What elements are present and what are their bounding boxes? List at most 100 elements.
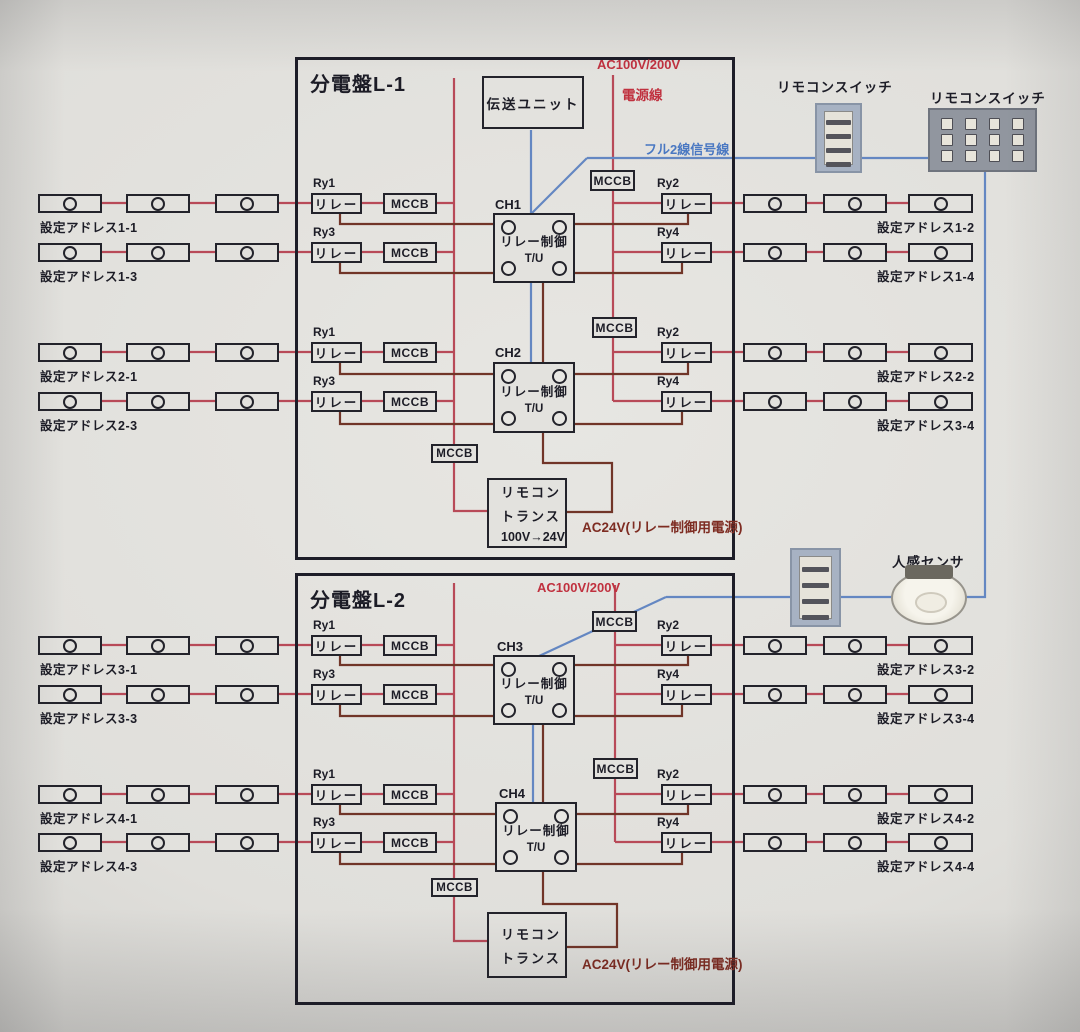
ry1-label: Ry1 [313, 767, 336, 781]
control-ch1 [338, 213, 690, 275]
panel-l2-title: 分電盤L-2 [310, 590, 406, 612]
light-fixture-icon [908, 243, 973, 262]
light-fixture-icon [126, 833, 190, 852]
light-fixture-icon [38, 636, 102, 655]
motion-sensor-icon [891, 565, 967, 625]
control-ch2 [338, 362, 690, 426]
light-fixture-icon [215, 685, 279, 704]
light-fixture-icon [126, 194, 190, 213]
signal-switch-sensor [666, 172, 987, 599]
mccb-box: MCCB [431, 878, 478, 897]
power-bus-left-l2 [452, 583, 490, 943]
ry1-label: Ry1 [313, 176, 336, 190]
light-fixture-icon [743, 685, 807, 704]
terminal-icon [503, 850, 518, 865]
light-fixture-icon [38, 343, 102, 362]
mccb-box: MCCB [383, 242, 437, 263]
relay-box: リレー [661, 635, 712, 656]
terminal-icon [501, 261, 516, 276]
light-fixture-icon [823, 685, 887, 704]
switch-button-icon [802, 567, 829, 572]
light-fixture-icon [38, 243, 102, 262]
terminal-icon [501, 220, 516, 235]
mccb-box: MCCB [383, 784, 437, 805]
ry3-label: Ry3 [313, 667, 336, 681]
switch-button-icon [826, 134, 851, 139]
address-label: 設定アドレス4-4 [877, 860, 975, 874]
switch-button-icon [941, 134, 953, 146]
remote-switch-label: リモコンスイッチ [930, 91, 1046, 106]
mccb-box: MCCB [383, 193, 437, 214]
light-fixture-icon [823, 785, 887, 804]
terminal-icon [554, 850, 569, 865]
relay-control-text: リレー制御 [500, 384, 568, 399]
relay-box: リレー [311, 342, 362, 363]
light-fixture-icon [908, 833, 973, 852]
light-fixture-icon [743, 785, 807, 804]
ry1-label: Ry1 [313, 325, 336, 339]
light-fixture-icon [215, 243, 279, 262]
light-fixture-icon [126, 636, 190, 655]
ch4-label: CH4 [499, 786, 526, 801]
relay-box: リレー [311, 684, 362, 705]
ch1-control-unit: リレー制御 T/U [493, 213, 575, 283]
light-fixture-icon [823, 243, 887, 262]
light-fixture-icon [743, 194, 807, 213]
tu-text: T/U [524, 253, 544, 265]
ch2-control-unit: リレー制御 T/U [493, 362, 575, 433]
terminal-icon [552, 662, 567, 677]
trans-text: トランス [501, 509, 561, 524]
relay-box: リレー [661, 784, 712, 805]
l2-ac-power-label: AC100V/200V [537, 580, 621, 595]
switch-button-icon [826, 148, 851, 153]
panel-l2-outline [295, 573, 735, 1005]
switch-button-icon [802, 599, 829, 604]
address-label: 設定アドレス1-1 [40, 221, 138, 235]
light-fixture-icon [743, 243, 807, 262]
mccb-box: MCCB [590, 170, 635, 191]
ch2-label: CH2 [495, 345, 522, 360]
light-fixture-icon [38, 685, 102, 704]
light-fixture-icon [215, 833, 279, 852]
power-bus-left-l1 [452, 78, 490, 513]
address-label: 設定アドレス3-4 [877, 712, 975, 726]
light-fixture-icon [215, 343, 279, 362]
l2-ac24-label: AC24V(リレー制御用電源) [582, 957, 743, 972]
relay-box: リレー [661, 242, 712, 263]
ry2-label: Ry2 [657, 618, 680, 632]
switch-button-icon [988, 134, 1001, 146]
light-fixture-icon [743, 343, 807, 362]
light-fixture-icon [908, 343, 973, 362]
ry3-label: Ry3 [313, 815, 336, 829]
light-fixture-icon [743, 833, 807, 852]
ry3-label: Ry3 [313, 225, 336, 239]
relay-box: リレー [661, 391, 712, 412]
light-fixture-icon [215, 785, 279, 804]
terminal-icon [552, 703, 567, 718]
ry4-label: Ry4 [657, 667, 680, 681]
signal-diag-ch1 [530, 157, 588, 215]
address-label: 設定アドレス1-2 [877, 221, 975, 235]
mccb-box: MCCB [383, 391, 437, 412]
switch-button-icon [964, 150, 977, 162]
ch4-control-unit: リレー制御 T/U [495, 802, 577, 872]
switch-button-icon [802, 583, 829, 588]
ch3-label: CH3 [497, 639, 524, 654]
l1-ac24-label: AC24V(リレー制御用電源) [582, 520, 743, 535]
address-label: 設定アドレス1-3 [40, 270, 138, 284]
address-label: 設定アドレス2-2 [877, 370, 975, 384]
tu-text: T/U [524, 402, 544, 415]
trans-voltage-text: 100V→24V [501, 530, 565, 544]
ry4-label: Ry4 [657, 374, 680, 388]
switch-button-icon [826, 120, 851, 125]
relay-box: リレー [311, 193, 362, 214]
relay-box: リレー [661, 193, 712, 214]
switch-button-icon [1012, 150, 1024, 162]
mccb-box: MCCB [592, 611, 637, 632]
light-fixture-icon [823, 833, 887, 852]
light-fixture-icon [38, 833, 102, 852]
terminal-icon [554, 809, 569, 824]
switch-button-icon [941, 150, 953, 162]
light-fixture-icon [908, 685, 973, 704]
